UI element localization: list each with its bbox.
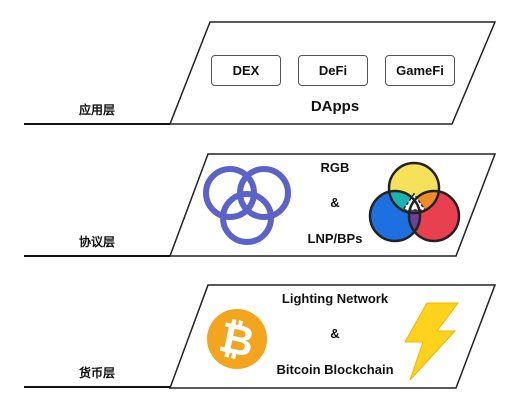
- lightning-network-text: Lighting Network: [281, 291, 389, 306]
- defi-box: DeFi: [298, 55, 368, 86]
- currency-layer-label: 货币层: [79, 366, 116, 380]
- protocol-ampersand: &: [330, 195, 340, 210]
- currency-ampersand: &: [330, 326, 340, 341]
- gamefi-box: GameFi: [385, 55, 455, 86]
- bitcoin-blockchain-text: Bitcoin Blockchain: [276, 362, 394, 377]
- currency-layer-rule: [24, 386, 170, 388]
- protocol-layer-rule: [24, 255, 170, 257]
- defi-label: DeFi: [318, 63, 348, 78]
- protocol-layer-label: 协议层: [79, 235, 116, 249]
- application-layer-label: 应用层: [79, 103, 116, 117]
- color-venn-icon: [368, 161, 461, 243]
- lightning-bolt-icon: [404, 302, 459, 381]
- lnp-bps-text: LNP/BPs: [307, 231, 363, 246]
- application-layer-rule: [24, 123, 170, 125]
- three-interlocking-rings-icon: [203, 166, 291, 245]
- dapps-title: DApps: [310, 98, 360, 115]
- bitcoin-icon: ₿: [207, 309, 267, 369]
- dex-label: DEX: [232, 63, 260, 78]
- dex-box: DEX: [211, 55, 281, 86]
- gamefi-label: GameFi: [396, 63, 444, 78]
- rgb-text: RGB: [320, 160, 350, 175]
